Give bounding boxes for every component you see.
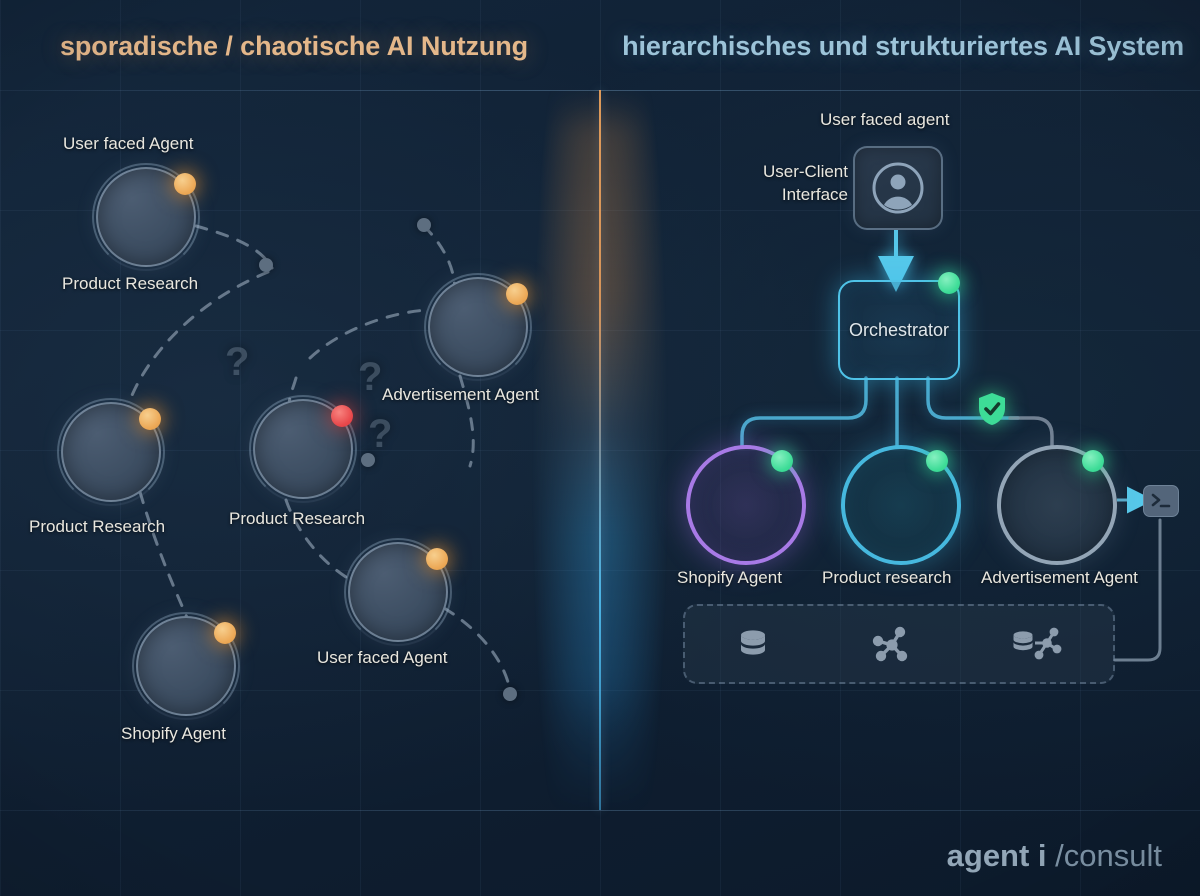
status-dot-amber (506, 283, 528, 305)
bottom-separator-line (0, 810, 1200, 811)
terminal-box[interactable] (1143, 485, 1179, 517)
orchestrator-label: Orchestrator (848, 319, 950, 340)
status-dot-amber (139, 408, 161, 430)
question-mark-icon: ? (358, 355, 383, 399)
shield-to-advert-link (1008, 416, 1054, 448)
user-faced-agent-label: User faced agent (820, 110, 950, 129)
user-avatar-icon (872, 162, 924, 214)
chaos-node-2-caption: Advertisement Agent (382, 385, 539, 404)
terminal-to-tools-link (1113, 518, 1162, 662)
divider-line (599, 90, 601, 810)
agent-label-shopify: Shopify Agent (677, 568, 782, 587)
status-dot-amber (174, 173, 196, 195)
database-network-icon[interactable] (1011, 623, 1065, 665)
chaos-node-5-caption: User faced Agent (317, 648, 448, 667)
product-research-status-dot (926, 450, 948, 472)
user-client-interface-box[interactable] (853, 146, 943, 230)
top-separator-line (0, 90, 1200, 91)
advertisement-status-dot (1082, 450, 1104, 472)
orchestrator-to-shopify-link (740, 376, 868, 448)
brand-name: agent i (946, 838, 1047, 873)
chaos-node-4-caption: Product Research (229, 509, 366, 528)
terminal-prompt-icon (1151, 493, 1171, 508)
interface-label-line1: User-Client (762, 162, 848, 181)
chaos-node-1-caption: Product Research (62, 274, 199, 293)
orchestrator-status-dot (938, 272, 960, 294)
connector-endpoint-dot (259, 258, 273, 272)
chaos-node-6-caption: Shopify Agent (121, 724, 226, 743)
chaos-node-3[interactable] (57, 398, 165, 506)
connector-endpoint-dot (361, 453, 375, 467)
agent-ring-product-research[interactable] (841, 445, 961, 565)
status-dot-amber (214, 622, 236, 644)
shield-check-icon (979, 393, 1005, 425)
chaos-link-9 (442, 606, 512, 692)
tools-panel (683, 604, 1115, 684)
agent-label-product-research: Product research (822, 568, 952, 587)
chaos-node-5[interactable] (344, 538, 452, 646)
connector-endpoint-dot (503, 687, 517, 701)
orchestrator-box[interactable]: Orchestrator (838, 280, 960, 380)
question-mark-icon: ? (225, 340, 250, 384)
status-dot-amber (426, 548, 448, 570)
user-client-interface-label: User-Client Interface (654, 161, 848, 207)
question-mark-icon: ? (368, 412, 393, 456)
chaos-node-4[interactable] (249, 395, 357, 503)
network-graph-icon[interactable] (869, 623, 915, 665)
chaos-node-1[interactable] (92, 163, 200, 271)
brand-suffix: /consult (1046, 838, 1162, 873)
connector-endpoint-dot (417, 218, 431, 232)
shopify-status-dot (771, 450, 793, 472)
chaos-link-4 (308, 308, 430, 360)
brand-logo: agent i /consult (947, 838, 1162, 874)
database-icon[interactable] (733, 624, 773, 664)
chaos-node-6[interactable] (132, 612, 240, 720)
status-dot-red (331, 405, 353, 427)
left-panel-title: sporadische / chaotische AI Nutzung (60, 31, 529, 61)
chaos-node-2[interactable] (424, 273, 532, 381)
chaos-node-1-title: User faced Agent (63, 134, 194, 153)
agent-label-advertisement: Advertisement Agent (981, 568, 1138, 587)
right-panel-title: hierarchisches und strukturiertes AI Sys… (622, 31, 1184, 61)
interface-label-line2: Interface (781, 184, 848, 204)
chaos-node-3-caption: Product Research (29, 517, 166, 536)
